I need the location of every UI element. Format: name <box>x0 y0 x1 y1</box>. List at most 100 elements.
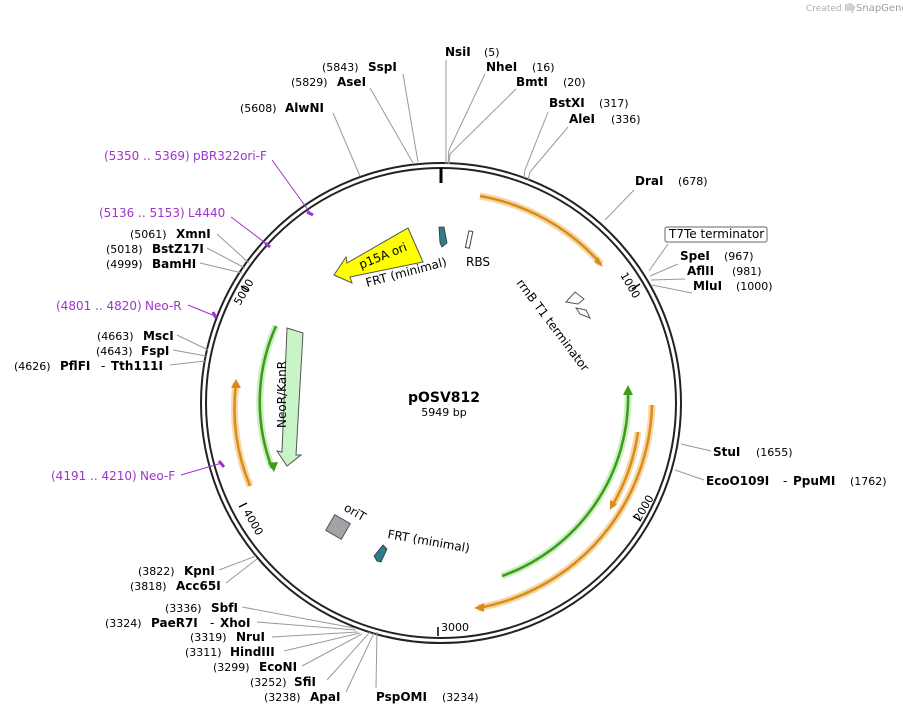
arc-arrowhead <box>474 603 484 612</box>
site-name: PaeR7I <box>151 616 198 630</box>
site-name: PspOMI <box>376 690 427 704</box>
arc-arrowhead <box>610 500 617 510</box>
site-name: ApaI <box>310 690 340 704</box>
site-leader-lines <box>169 60 712 693</box>
site-alwni: (5608) AlwNI <box>240 101 324 115</box>
site-position: (16) <box>532 61 555 74</box>
site-name: BstZ17I <box>152 242 204 256</box>
site-sspi: (5843) SspI <box>322 60 397 74</box>
site-name: AseI <box>337 75 366 89</box>
backbone-outer-ring <box>200 162 682 644</box>
site-position: (3324) <box>105 617 142 630</box>
site-name: KpnI <box>184 564 215 578</box>
right-green-arc-glow <box>500 389 632 580</box>
leader-line <box>447 73 486 165</box>
orit-box <box>325 514 351 540</box>
site-position: (3336) <box>165 602 202 615</box>
restriction-sites: NsiI (5) NheI (16) BmtI (20) BstXI (317)… <box>14 45 887 704</box>
primers: (5350 .. 5369) pBR322ori-F (5136 .. 5153… <box>51 149 314 483</box>
site-bmti: BmtI (20) <box>516 75 586 89</box>
site-name: XmnI <box>176 227 211 241</box>
leader-line <box>375 631 378 689</box>
leader-line <box>649 263 679 277</box>
site-name: EcoNI <box>259 660 297 674</box>
arc-arrowhead <box>623 385 633 395</box>
site-asei: (5829) AseI <box>291 75 366 89</box>
t7te-label: T7Te terminator <box>668 227 764 241</box>
leader-line <box>225 558 258 584</box>
leader-line <box>332 112 361 177</box>
leader-line <box>169 360 206 366</box>
right-orange-arc <box>477 404 654 610</box>
terminator-arc-glow <box>479 192 604 267</box>
leader-line <box>680 443 712 452</box>
leader-line <box>241 606 355 629</box>
site-name: AleI <box>569 112 595 126</box>
site-position: (678) <box>678 175 708 188</box>
right-short-arc <box>610 431 640 507</box>
leader-line <box>199 262 243 274</box>
left-green-arc <box>258 325 278 469</box>
credit-brand: SnapGene <box>856 3 903 14</box>
site-position: (4643) <box>96 345 133 358</box>
site-alei: AleI (336) <box>569 112 641 126</box>
site-position: (3822) <box>138 565 175 578</box>
leader-line <box>523 111 549 179</box>
rrnb-terminator-shape <box>565 291 585 305</box>
site-separator: - <box>783 474 787 488</box>
leader-line <box>402 73 419 163</box>
site-position: (336) <box>611 113 641 126</box>
tick-label: 3000 <box>441 621 469 634</box>
leader-line <box>301 633 363 667</box>
site-position: (3319) <box>190 631 227 644</box>
site-position: (4626) <box>14 360 51 373</box>
site-name: NsiI <box>445 45 471 59</box>
leader-line <box>448 88 517 165</box>
site-name: EcoO109I <box>706 474 769 488</box>
plasmid-title: pOSV812 5949 bp <box>408 390 480 419</box>
site-name: DraI <box>635 174 663 188</box>
leader-line <box>674 469 705 481</box>
terminator-arc <box>479 194 602 265</box>
site-name-2: Tth111I <box>111 359 163 373</box>
site-name: BamHI <box>152 257 196 271</box>
site-name: PflFI <box>60 359 90 373</box>
site-stui: StuI (1655) <box>713 445 793 459</box>
site-mlui: MluI (1000) <box>693 279 773 293</box>
frt-bottom-label: FRT (minimal) <box>386 527 470 555</box>
leader-line <box>206 247 246 269</box>
leader-line <box>650 278 686 281</box>
site-name: BstXI <box>549 96 585 110</box>
site-position: (1762) <box>850 475 887 488</box>
site-position: (4663) <box>97 330 134 343</box>
site-econi: (3299) EcoNI <box>213 660 297 674</box>
site-position: (20) <box>563 76 586 89</box>
leader-line <box>218 555 257 571</box>
leader-line <box>172 349 207 357</box>
snapgene-logo-icon <box>846 3 854 11</box>
primer-mark <box>217 460 226 468</box>
arc-arrowhead <box>231 379 241 388</box>
site-sfii: (3252) SfiI <box>250 675 316 689</box>
leader-line <box>604 189 635 221</box>
site-pspomi: PspOMI (3234) <box>376 690 479 704</box>
site-apai: (3238) ApaI <box>264 690 340 704</box>
site-nsii: NsiI (5) <box>445 45 500 59</box>
primer-leader <box>271 159 312 215</box>
leader-line <box>216 233 250 264</box>
site-position: (5018) <box>106 243 143 256</box>
rbs-box <box>464 230 474 249</box>
site-position: (317) <box>599 97 629 110</box>
site-hindiii: (3311) HindIII <box>185 645 275 659</box>
neor-kanr-arrow <box>275 327 304 467</box>
site-name: BmtI <box>516 75 548 89</box>
site-position: (5061) <box>130 228 167 241</box>
leader-line <box>369 87 414 164</box>
arc-arrowhead <box>268 462 278 472</box>
site-acc65i: (3818) Acc65I <box>130 579 221 593</box>
site-separator: - <box>210 616 214 630</box>
site-name: SfiI <box>294 675 316 689</box>
frt-bottom-arrow <box>373 544 388 563</box>
feature-arcs <box>231 192 656 612</box>
plasmid-size: 5949 bp <box>421 406 466 419</box>
